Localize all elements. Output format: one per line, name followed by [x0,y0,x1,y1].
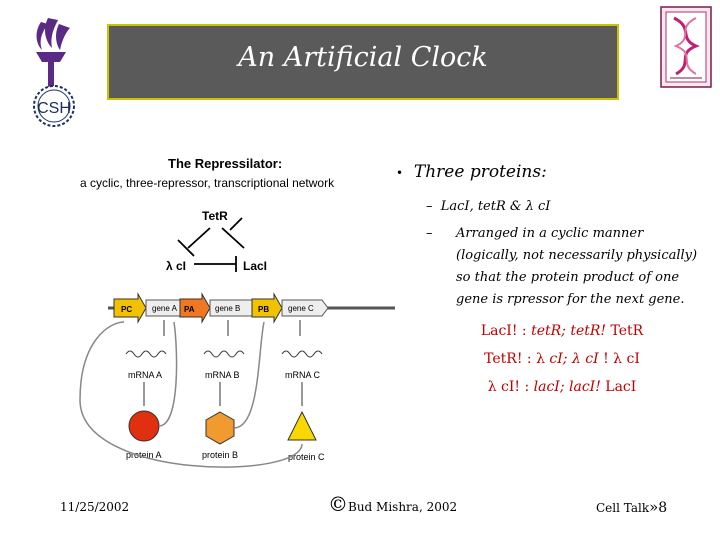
transcription-arrows [125,320,323,406]
figure-subheading: a cyclic, three-repressor, transcription… [80,176,335,190]
copyright-icon: © [328,492,348,516]
footer-page: Cell Talk»8 [596,498,668,516]
dna-book-logo-icon [660,6,712,88]
equation-lambda-ci: λ cI! : lacI; lacI! LacI [487,379,637,395]
promoter-pb: PB [251,292,283,324]
protein-c-shape [287,410,317,441]
label-mrna-b: mRNA B [205,370,240,380]
svg-text:PB: PB [258,305,269,314]
svg-text:PA: PA [184,305,195,314]
protein-b-shape [205,411,235,445]
gene-b: gene B [209,299,259,317]
repressilator-figure: The Repressilator: a cyclic, three-repre… [79,156,395,468]
figure-heading: The Repressilator: [168,156,282,171]
svg-text:gene C: gene C [288,304,314,313]
footer-date: 11/25/2002 [60,500,130,514]
svg-text:PC: PC [121,305,132,314]
equation-laci: LacI! : tetR; tetR! TetR [480,323,644,339]
sub-bullet-proteins: – LacI, tetR & λ cI [426,199,551,214]
promoter-pc: PC [113,292,147,324]
label-mrna-c: mRNA C [285,370,321,380]
gene-c: gene C [281,299,329,317]
equation-tetr: TetR! : λ cI; λ cI ! λ cI [484,351,640,367]
repression-arrows [177,217,245,272]
label-protein-b: protein B [202,450,238,460]
label-protein-c: protein C [288,452,325,462]
page-number: 8 [658,500,668,516]
arranged-line-3: so that the protein product of one [456,270,680,285]
footer-copyright: ©Bud Mishra, 2002 [328,492,458,516]
label-laci: LacI [243,259,267,273]
csh-seal-text: CSH [37,100,71,117]
label-tetr: TetR [202,209,228,223]
arranged-line-4: gene is rpressor for the next gene. [456,292,685,307]
title-banner [107,24,619,100]
arranged-line-2: (logically, not necessarily physically) [456,248,698,263]
label-mrna-a: mRNA A [128,370,162,380]
svg-text:gene B: gene B [215,304,240,313]
nyu-torch-logo-icon: CSH [33,18,75,127]
label-lambda-ci: λ cI [166,259,186,273]
arranged-line-1: Arranged in a cyclic manner [456,226,644,241]
bullet-three-proteins: • Three proteins: [396,162,547,182]
slide-title: An Artificial Clock [238,42,488,73]
protein-a-shape [128,410,160,442]
promoter-pa: PA [179,292,211,324]
sub-bullet-arranged: – Arranged in a cyclic manner (logically… [426,223,706,311]
svg-text:gene A: gene A [152,304,178,313]
feedback-loops [79,321,303,468]
label-protein-a: protein A [126,450,162,460]
